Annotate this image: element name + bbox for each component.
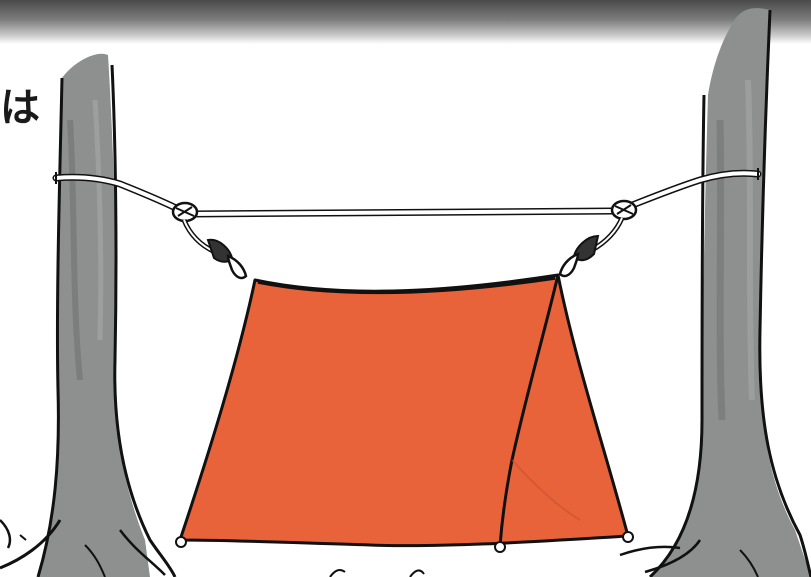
right-tree bbox=[620, 8, 811, 577]
tarp-tent bbox=[180, 275, 628, 546]
ridgeline-rope bbox=[56, 168, 758, 214]
left-tree bbox=[0, 54, 175, 577]
